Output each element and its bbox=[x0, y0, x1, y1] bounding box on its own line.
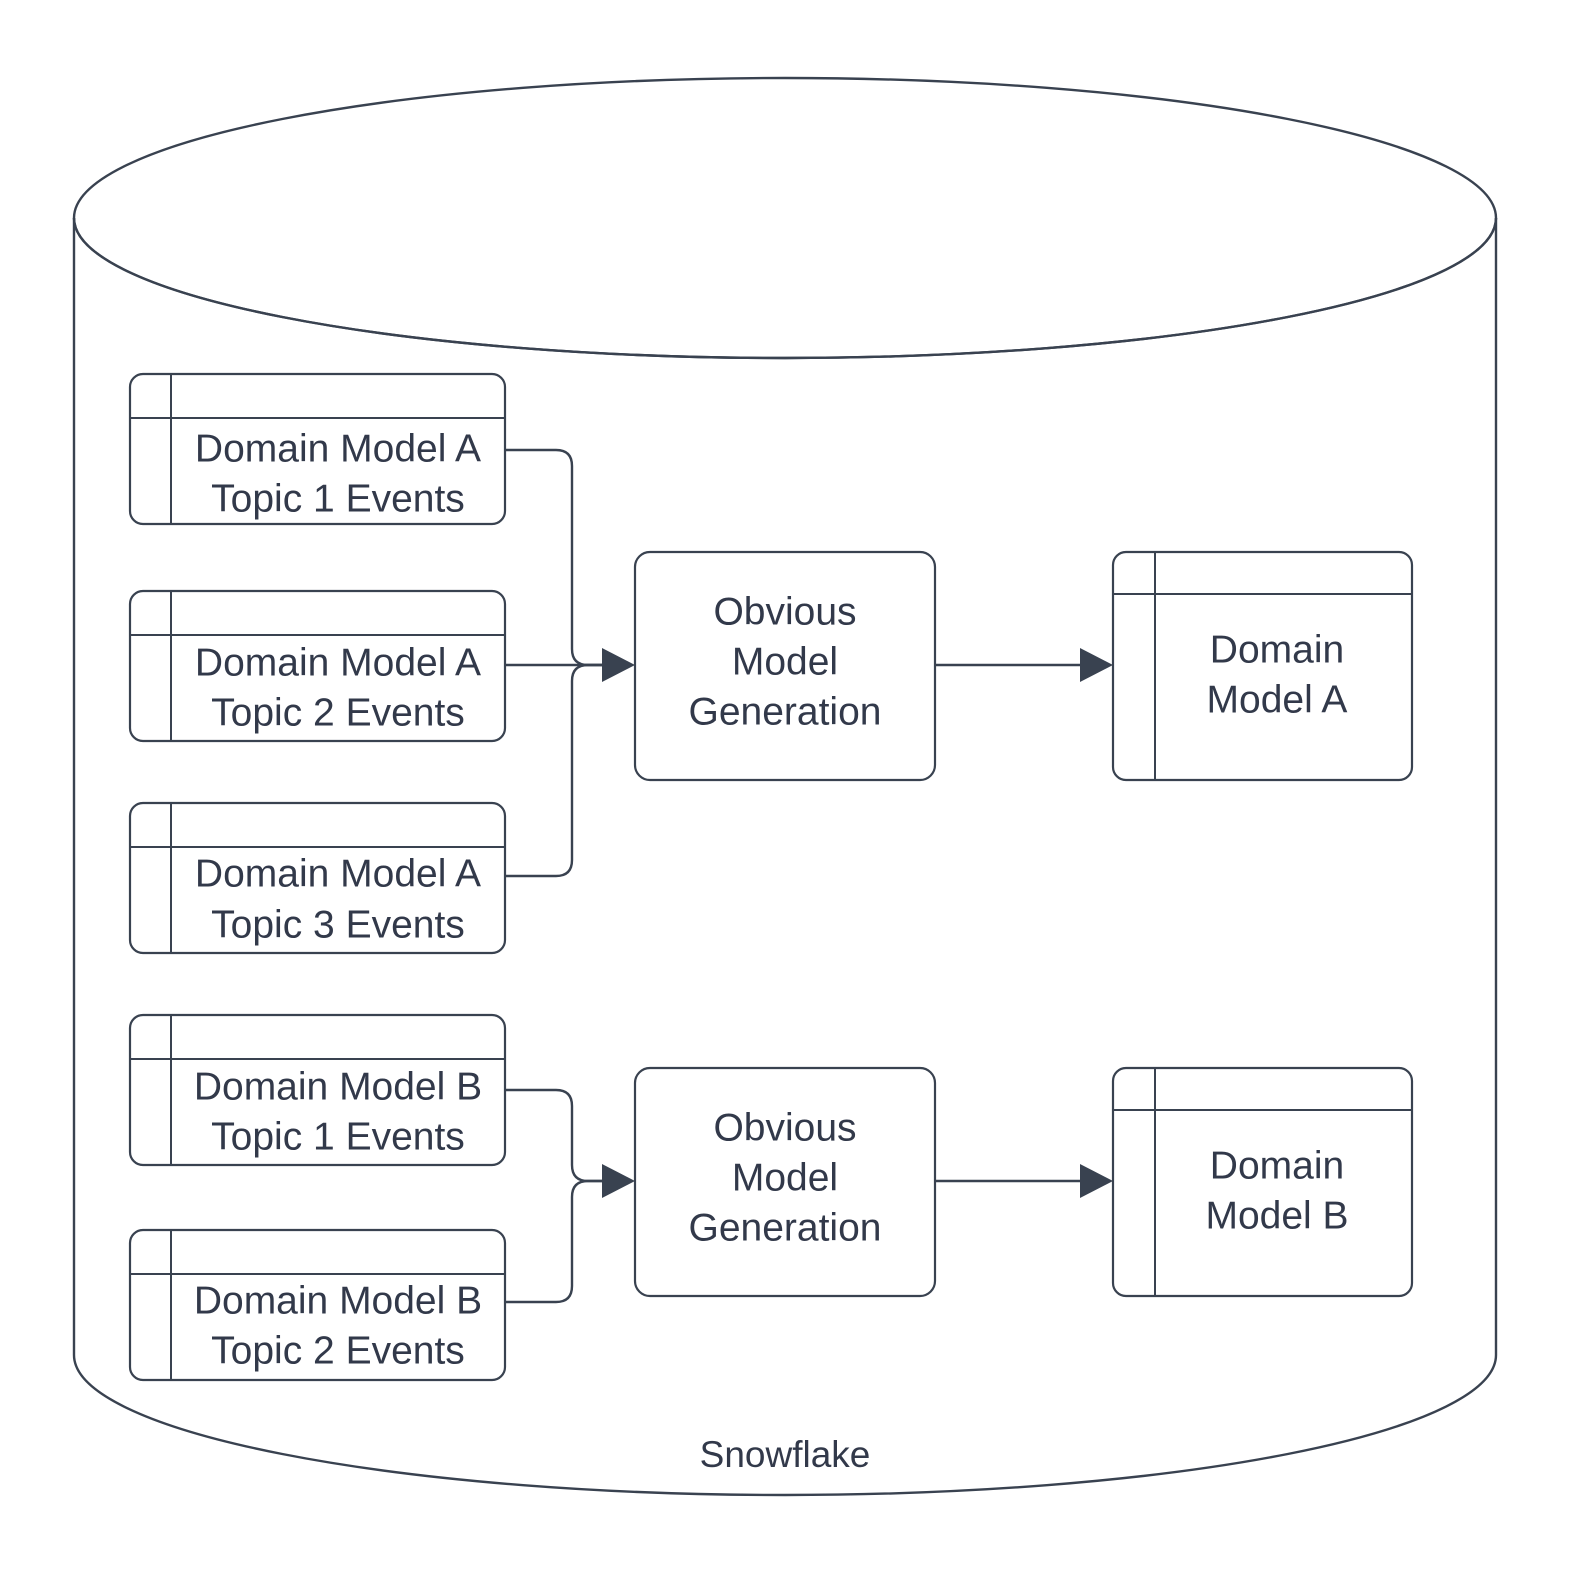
table-node-a-topic-1[interactable]: Domain Model A Topic 1 Events bbox=[128, 372, 507, 526]
snowflake-cylinder bbox=[72, 76, 1498, 1497]
output-node-model-b[interactable]: Domain Model B bbox=[1111, 1066, 1414, 1298]
table-node-a-topic-2[interactable]: Domain Model A Topic 2 Events bbox=[128, 589, 507, 743]
process-label-line-2: Model bbox=[732, 640, 838, 683]
table-node-b-topic-1[interactable]: Domain Model B Topic 1 Events bbox=[128, 1013, 507, 1167]
process-outline bbox=[633, 550, 937, 782]
edge-group-a bbox=[505, 448, 635, 878]
arrowhead-into-gen-b bbox=[602, 1164, 635, 1198]
table-label-line-2: Topic 1 Events bbox=[211, 477, 465, 520]
table-label-line-2: Topic 3 Events bbox=[211, 903, 465, 946]
process-node-gen-a[interactable]: Obvious Model Generation bbox=[633, 550, 937, 782]
output-node-model-a[interactable]: Domain Model A bbox=[1111, 550, 1414, 782]
cylinder-front-lip bbox=[72, 217, 1498, 360]
table-label-line-1: Domain Model A bbox=[195, 641, 481, 684]
process-label-line-3: Generation bbox=[689, 690, 882, 733]
arrowhead-into-gen-a bbox=[602, 648, 635, 682]
edge-gen-a-to-model-a bbox=[935, 648, 1113, 682]
table-outline bbox=[128, 1228, 507, 1382]
table-label-line-2: Topic 2 Events bbox=[211, 691, 465, 734]
output-label-line-2: Model B bbox=[1205, 1194, 1348, 1237]
cylinder-top-ellipse bbox=[72, 76, 1498, 360]
table-node-a-topic-3[interactable]: Domain Model A Topic 3 Events bbox=[128, 801, 507, 955]
table-label-line-1: Domain Model B bbox=[194, 1065, 482, 1108]
edge-gen-b-to-model-b bbox=[935, 1164, 1113, 1198]
table-label-line-1: Domain Model A bbox=[195, 427, 481, 470]
table-node-b-topic-2[interactable]: Domain Model B Topic 2 Events bbox=[128, 1228, 507, 1382]
table-label-line-1: Domain Model A bbox=[195, 852, 481, 895]
output-label-line-1: Domain bbox=[1210, 628, 1344, 671]
table-outline bbox=[1111, 1066, 1414, 1298]
table-outline bbox=[128, 1013, 507, 1167]
process-outline bbox=[633, 1066, 937, 1298]
edge-b-topic-2-to-gen-b bbox=[505, 1179, 612, 1304]
edge-a-topic-3-to-gen-a bbox=[505, 663, 612, 878]
edge-group-b bbox=[505, 1088, 635, 1304]
process-node-gen-b[interactable]: Obvious Model Generation bbox=[633, 1066, 937, 1298]
table-label-line-2: Topic 2 Events bbox=[211, 1329, 465, 1372]
process-label-line-1: Obvious bbox=[713, 1106, 856, 1149]
arrowhead-into-model-a bbox=[1080, 648, 1113, 682]
process-label-line-1: Obvious bbox=[713, 590, 856, 633]
snowflake-container-label: Snowflake bbox=[700, 1434, 871, 1475]
arrowhead-into-model-b bbox=[1080, 1164, 1113, 1198]
table-outline bbox=[1111, 550, 1414, 782]
table-outline bbox=[128, 372, 507, 526]
cylinder-body bbox=[72, 218, 1498, 1497]
table-outline bbox=[128, 801, 507, 955]
edge-b-topic-1-to-gen-b bbox=[505, 1088, 612, 1183]
edge-a-topic-1-to-gen-a bbox=[505, 448, 612, 667]
table-outline bbox=[128, 589, 507, 743]
table-label-line-1: Domain Model B bbox=[194, 1279, 482, 1322]
process-label-line-3: Generation bbox=[689, 1206, 882, 1249]
output-label-line-2: Model A bbox=[1207, 678, 1348, 721]
process-label-line-2: Model bbox=[732, 1156, 838, 1199]
output-label-line-1: Domain bbox=[1210, 1144, 1344, 1187]
table-label-line-2: Topic 1 Events bbox=[211, 1115, 465, 1158]
